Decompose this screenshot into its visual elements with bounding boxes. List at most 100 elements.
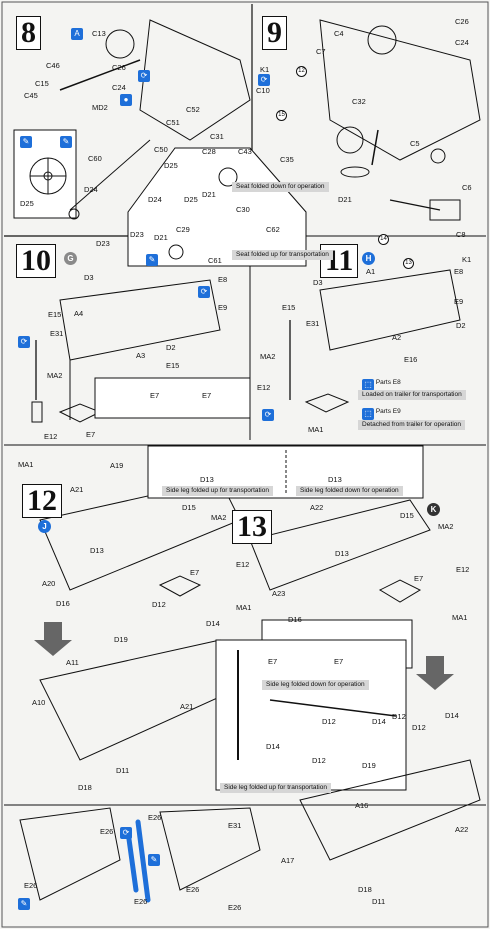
callout-d2: D2 bbox=[166, 343, 176, 352]
callout-c24-9: C24 bbox=[455, 38, 469, 47]
callout-c28: C28 bbox=[202, 147, 216, 156]
blue-part-e26b bbox=[125, 829, 139, 893]
shaft-c45 bbox=[59, 59, 141, 91]
callout-c26-9: C26 bbox=[455, 17, 469, 26]
callout-c29: C29 bbox=[176, 225, 190, 234]
legend-e8-label: Parts E8 bbox=[375, 379, 401, 386]
sequence-12-icon: 12 bbox=[296, 66, 307, 77]
callout-d13-detail: D13 bbox=[200, 475, 214, 484]
seat-pan bbox=[340, 166, 370, 178]
step-number-12: 12 bbox=[22, 484, 62, 518]
callout-d13-13: D13 bbox=[335, 549, 349, 558]
callout-e7: E7 bbox=[86, 430, 96, 439]
trail-assembly-right bbox=[299, 759, 481, 861]
side-leg-horizontal bbox=[269, 699, 397, 717]
callout-c61: C61 bbox=[208, 256, 222, 265]
e7-detail-panel bbox=[94, 377, 251, 419]
rod-end bbox=[68, 208, 80, 220]
callout-c62: C62 bbox=[266, 225, 280, 234]
sequence-13-icon: 13 bbox=[403, 258, 414, 269]
callout-d2-11: D2 bbox=[456, 321, 466, 330]
callout-e26-e: E26 bbox=[186, 885, 200, 894]
step-badge-g: G bbox=[64, 252, 77, 265]
trail-frame-11 bbox=[319, 269, 461, 351]
callout-d13-detail-b: D13 bbox=[328, 475, 342, 484]
callout-d14-right: D14 bbox=[445, 711, 459, 720]
callout-md2: MD2 bbox=[92, 103, 108, 112]
callout-d23-inner: D23 bbox=[130, 230, 144, 239]
trail-frame-10 bbox=[59, 279, 221, 361]
sequence-14-icon: 14 bbox=[378, 234, 389, 245]
callout-d24: D24 bbox=[84, 185, 98, 194]
callout-a22-right: A22 bbox=[455, 825, 469, 834]
callout-d25: D25 bbox=[164, 161, 178, 170]
callout-d14-panel-b: D14 bbox=[266, 742, 280, 751]
callout-d16-13: D16 bbox=[288, 615, 302, 624]
callout-e26-b: E26 bbox=[148, 813, 162, 822]
caption-detached: Detached from trailer for operation bbox=[358, 420, 465, 430]
hand-crank bbox=[336, 126, 364, 154]
callout-c60: C60 bbox=[88, 154, 102, 163]
seat-disc bbox=[218, 167, 238, 187]
callout-e26-c: E26 bbox=[24, 881, 38, 890]
callout-a21-lower: A21 bbox=[180, 702, 194, 711]
callout-d25-inner: D25 bbox=[184, 195, 198, 204]
callout-e7-13: E7 bbox=[414, 574, 424, 583]
callout-ma1-11: MA1 bbox=[308, 425, 324, 434]
callout-ma1-12: MA1 bbox=[236, 603, 252, 612]
callout-c52: C52 bbox=[186, 105, 200, 114]
callout-c46: C46 bbox=[46, 61, 60, 70]
callout-e12-12: E12 bbox=[236, 560, 250, 569]
callout-d11: D11 bbox=[116, 766, 130, 775]
callout-a22: A22 bbox=[310, 503, 324, 512]
callout-e8: E8 bbox=[218, 275, 228, 284]
cut-icon: ✎ bbox=[20, 136, 32, 148]
trail-frame-13 bbox=[249, 499, 431, 591]
base-plate-11 bbox=[304, 393, 350, 413]
callout-e26: E26 bbox=[100, 827, 114, 836]
traverse-wheel bbox=[367, 25, 397, 55]
instruction-a-icon: A bbox=[71, 28, 83, 40]
callout-e15: E15 bbox=[48, 310, 62, 319]
callout-d23: D23 bbox=[96, 239, 110, 248]
callout-k1-9: K1 bbox=[462, 255, 472, 264]
legend-e9-label: Parts E9 bbox=[375, 408, 401, 415]
down-arrow-right bbox=[416, 656, 454, 690]
callout-ma2-13: MA2 bbox=[438, 522, 454, 531]
cut-icon-2: ✎ bbox=[148, 854, 160, 866]
callout-c13: C13 bbox=[92, 29, 106, 38]
down-arrow-left bbox=[34, 622, 72, 656]
callout-e31-11: E31 bbox=[306, 319, 320, 328]
caption-loaded: Loaded on trailer for transportation bbox=[358, 390, 466, 400]
callout-c8: C8 bbox=[456, 230, 466, 239]
caption-side-down-bottom: Side leg folded down for operation bbox=[262, 680, 369, 690]
callout-e8-11: E8 bbox=[454, 267, 464, 276]
callout-d19: D19 bbox=[114, 635, 128, 644]
callout-e7-detail-b: E7 bbox=[202, 391, 212, 400]
callout-ma2: MA2 bbox=[47, 371, 63, 380]
paint-icon-3: ✎ bbox=[18, 898, 30, 910]
callout-d25-panel: D25 bbox=[20, 199, 34, 208]
seat-post bbox=[371, 129, 379, 166]
callout-c26: C26 bbox=[112, 63, 126, 72]
rod-c6 bbox=[389, 199, 441, 211]
callout-e12-13: E12 bbox=[456, 565, 470, 574]
cradle-body bbox=[319, 19, 481, 161]
callout-e12-11: E12 bbox=[257, 383, 271, 392]
callout-e15-b: E15 bbox=[166, 361, 180, 370]
callout-d21: D21 bbox=[202, 190, 216, 199]
bottom-frame-b bbox=[159, 807, 261, 891]
seat-disc-2 bbox=[168, 244, 184, 260]
callout-d18: D18 bbox=[78, 783, 92, 792]
callout-c5: C5 bbox=[410, 139, 420, 148]
callout-c6: C6 bbox=[462, 183, 472, 192]
callout-d16: D16 bbox=[56, 599, 70, 608]
paint-icon-2: ✎ bbox=[146, 254, 158, 266]
callout-d14-panel: D14 bbox=[372, 717, 386, 726]
part-c6 bbox=[429, 199, 461, 221]
callout-d24-inner: D24 bbox=[148, 195, 162, 204]
callout-d12-panel-b: D12 bbox=[392, 712, 406, 721]
step-number-10: 10 bbox=[16, 244, 56, 278]
rotate-icon: ⟳ bbox=[138, 70, 150, 82]
